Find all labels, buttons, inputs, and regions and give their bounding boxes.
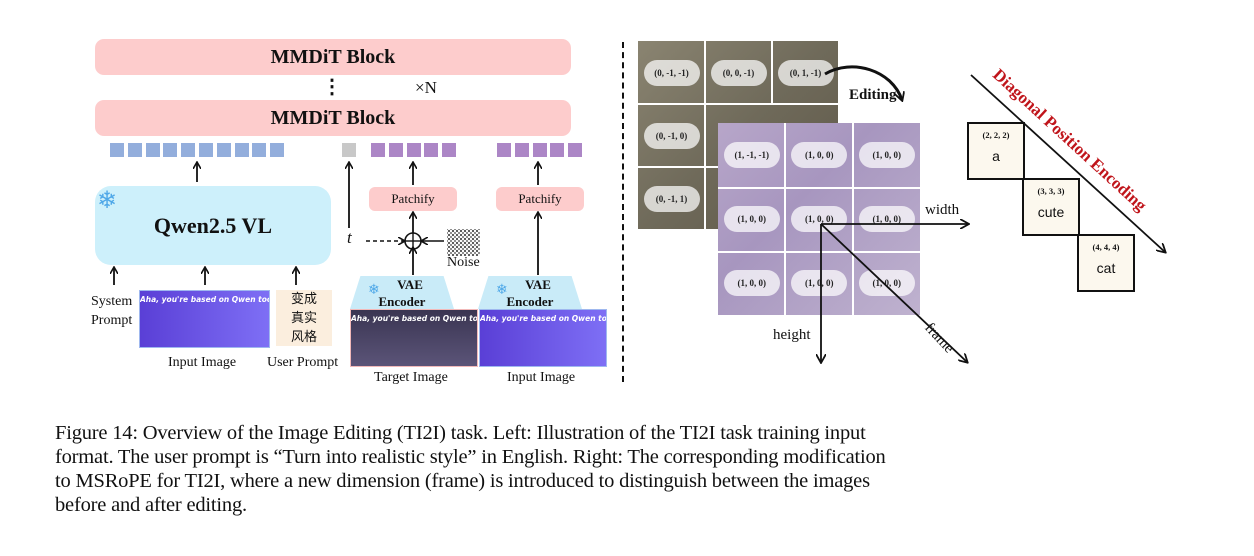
text-token	[270, 143, 285, 157]
patchify-target-label: Patchify	[391, 191, 435, 206]
original-position-pill: (0, -1, -1)	[643, 59, 700, 86]
token-word: cat	[1096, 260, 1116, 276]
token-position: (3, 3, 3)	[1037, 186, 1065, 196]
token-word: cute	[1037, 204, 1065, 220]
input-image-2-label: Input Image	[507, 370, 576, 385]
patchify-input: Patchify	[496, 187, 584, 211]
mmdit-block-top: MMDiT Block	[95, 39, 571, 75]
panel-divider	[622, 42, 624, 382]
mmdit-block-top-label: MMDiT Block	[270, 45, 396, 68]
snowflake-icon: ❄	[97, 188, 118, 214]
frame-axis	[820, 223, 967, 362]
text-token	[216, 143, 231, 157]
caption-line-2: format. The user prompt is “Turn into re…	[55, 446, 886, 468]
noise-icon	[447, 229, 480, 256]
target-image-token	[371, 143, 385, 157]
patchify-input-label: Patchify	[518, 191, 562, 206]
text-token-box: (3, 3, 3) cute	[1022, 178, 1080, 236]
user-prompt-line2: 真实	[290, 310, 317, 326]
diagonal-arrow	[970, 74, 1165, 252]
snowflake-icon: ❄	[496, 283, 508, 298]
input-image-token	[568, 143, 583, 157]
text-token	[127, 143, 142, 157]
input-image-token	[497, 143, 511, 157]
height-label: height	[773, 327, 811, 343]
target-image-token	[406, 143, 421, 157]
vae-encoder-input: ❄ VAE Encoder	[478, 276, 582, 309]
original-position-pill: (0, -1, 0)	[643, 122, 700, 149]
edited-position-pill: (1, 0, 0)	[858, 142, 915, 168]
right-arrows	[620, 65, 1254, 400]
mmdit-block-bottom: MMDiT Block	[95, 100, 571, 136]
system-prompt-line2: Prompt	[91, 313, 133, 328]
target-image-token	[424, 143, 439, 157]
input-image-label: Input Image	[168, 355, 237, 370]
system-prompt-line1: System	[91, 294, 133, 309]
token-position: (2, 2, 2)	[982, 130, 1010, 140]
caption-line-1: Figure 14: Overview of the Image Editing…	[55, 422, 866, 444]
editing-label: Editing	[849, 87, 897, 103]
text-token	[234, 143, 249, 157]
repeat-label: ×N	[415, 78, 437, 97]
qwen-vl-block: ❄ Qwen2.5 VL	[95, 186, 331, 265]
target-image-label: Target Image	[374, 370, 448, 385]
vae-encoder-target: ❄ VAE Encoder	[350, 276, 454, 309]
input-image-token	[514, 143, 529, 157]
patchify-target: Patchify	[369, 187, 457, 211]
caption-line-3: to MSRoPE for TI2I, where a new dimensio…	[55, 470, 870, 492]
timestep-token	[342, 143, 356, 157]
width-label: width	[925, 202, 960, 218]
edited-position-pill: (1, 0, 0)	[858, 206, 915, 232]
image-caption-text: Aha, you're based on Qwen too!	[351, 314, 478, 323]
snowflake-icon: ❄	[368, 283, 380, 298]
edited-position-pill: (1, 0, 0)	[858, 270, 915, 296]
input-image-cartoon: Aha, you're based on Qwen too!	[139, 290, 270, 348]
edited-position-pill: (1, -1, -1)	[723, 142, 780, 168]
user-prompt-label: User Prompt	[267, 355, 339, 370]
target-image-token	[388, 143, 403, 157]
original-position-pill: (0, 0, -1)	[710, 59, 767, 86]
text-token	[181, 143, 196, 157]
input-image-token	[550, 143, 565, 157]
timestep-label: t	[347, 228, 352, 247]
user-prompt-box: 变成 真实 风格	[276, 290, 332, 346]
image-caption-text: Aha, you're based on Qwen too!	[480, 314, 607, 323]
mmdit-block-bottom-label: MMDiT Block	[270, 106, 396, 129]
user-prompt-line3: 风格	[290, 329, 317, 345]
token-word: a	[992, 148, 1000, 164]
edited-position-pill: (1, 0, 0)	[791, 206, 848, 232]
edited-position-pill: (1, 0, 0)	[723, 270, 780, 296]
vae-target-line1: VAE	[397, 276, 423, 292]
vae-input-line1: VAE	[525, 276, 551, 292]
user-prompt-line1: 变成	[290, 291, 317, 307]
editing-arrow	[824, 65, 902, 100]
system-prompt-label: System Prompt	[91, 292, 132, 330]
text-token	[110, 143, 124, 157]
figure-caption: Figure 14: Overview of the Image Editing…	[55, 421, 1225, 517]
text-token-box: (4, 4, 4) cat	[1077, 234, 1135, 292]
vae-input-line2: Encoder	[506, 293, 554, 309]
input-image-cartoon-2: Aha, you're based on Qwen too!	[479, 309, 607, 367]
target-image-realistic: Aha, you're based on Qwen too!	[350, 309, 478, 367]
text-token	[199, 143, 213, 157]
vae-target-line2: Encoder	[378, 293, 426, 309]
edited-position-pill: (1, 0, 0)	[791, 142, 848, 168]
text-token	[163, 143, 178, 157]
target-image-token	[442, 143, 457, 157]
edited-position-pill: (1, 0, 0)	[791, 270, 848, 296]
input-image-token	[532, 143, 547, 157]
token-position: (4, 4, 4)	[1092, 242, 1120, 252]
image-caption-text: Aha, you're based on Qwen too!	[140, 295, 270, 304]
caption-line-4: before and after editing.	[55, 494, 247, 516]
text-token-box: (2, 2, 2) a	[967, 122, 1025, 180]
ellipsis: ⋮	[322, 76, 342, 98]
left-arrows	[0, 0, 640, 285]
original-position-pill: (0, 1, -1)	[777, 59, 834, 86]
original-position-pill: (0, -1, 1)	[643, 185, 700, 212]
edited-position-pill: (1, 0, 0)	[723, 206, 780, 232]
noise-label: Noise	[447, 255, 480, 270]
qwen-label: Qwen2.5 VL	[153, 212, 273, 238]
text-token	[252, 143, 267, 157]
text-token	[145, 143, 160, 157]
